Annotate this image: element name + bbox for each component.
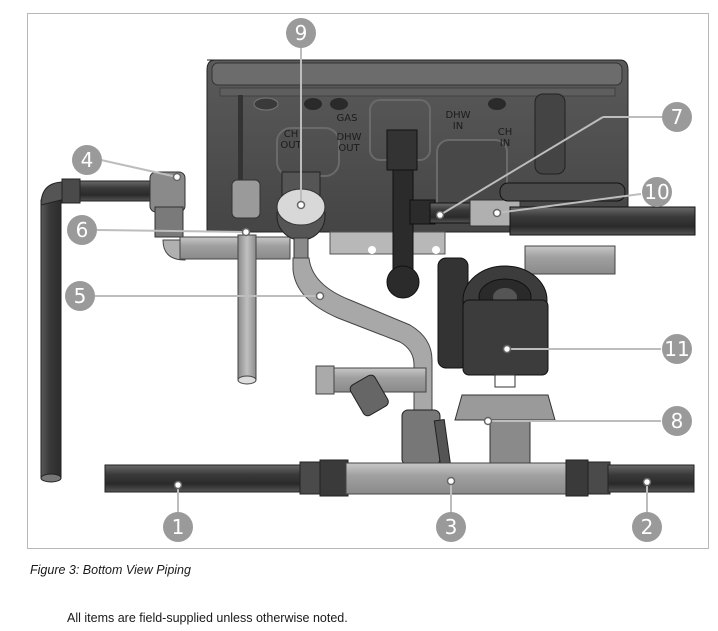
leader-dots <box>172 172 652 490</box>
svg-text:6: 6 <box>76 218 89 242</box>
callout-6: 6 <box>67 215 97 245</box>
dhw-out-label-2: OUT <box>338 143 360 154</box>
gas-label: GAS <box>337 113 358 124</box>
svg-text:10: 10 <box>644 180 669 204</box>
callout-3: 3 <box>436 512 466 542</box>
ch-in-label-1: CH <box>498 127 513 138</box>
callout-7: 7 <box>662 102 692 132</box>
ch-in-label-2: IN <box>500 138 510 149</box>
circulator-pump <box>437 257 556 466</box>
pipe-cap <box>315 365 335 395</box>
callout-8: 8 <box>662 406 692 436</box>
ch-out-label-1: CH <box>284 129 299 140</box>
svg-text:1: 1 <box>172 515 185 539</box>
callout-1: 1 <box>163 512 193 542</box>
bypass-pipe <box>499 182 626 202</box>
svg-text:5: 5 <box>74 284 87 308</box>
svg-text:9: 9 <box>295 21 308 45</box>
bottom-view-piping-diagram: GAS CH OUT DHW OUT DHW IN CH IN <box>40 18 696 542</box>
callout-9: 9 <box>286 18 316 48</box>
svg-text:11: 11 <box>664 337 689 361</box>
primary-loop-header <box>104 459 695 497</box>
ch-return-stub <box>524 245 616 275</box>
field-supplied-note: All items are field-supplied unless othe… <box>67 611 348 625</box>
condensate-line <box>40 171 186 483</box>
callout-10: 10 <box>642 177 672 207</box>
callout-2: 2 <box>632 512 662 542</box>
svg-text:3: 3 <box>445 515 458 539</box>
callout-11: 11 <box>662 334 692 364</box>
callout-4: 4 <box>72 145 102 175</box>
dhw-in-label-2: IN <box>453 121 463 132</box>
dhw-out-label-1: DHW <box>336 132 361 143</box>
dhw-in-label-1: DHW <box>445 110 470 121</box>
ch-out-label-2: OUT <box>280 140 302 151</box>
callout-5: 5 <box>65 281 95 311</box>
svg-text:7: 7 <box>671 105 684 129</box>
relief-valve-piping <box>162 179 291 385</box>
svg-text:8: 8 <box>671 409 684 433</box>
dhw-inlet-tee <box>386 129 696 299</box>
svg-text:4: 4 <box>81 148 94 172</box>
ball-valves <box>349 374 453 476</box>
figure-caption: Figure 3: Bottom View Piping <box>30 563 191 577</box>
svg-text:2: 2 <box>641 515 654 539</box>
leader-lines <box>95 48 663 513</box>
